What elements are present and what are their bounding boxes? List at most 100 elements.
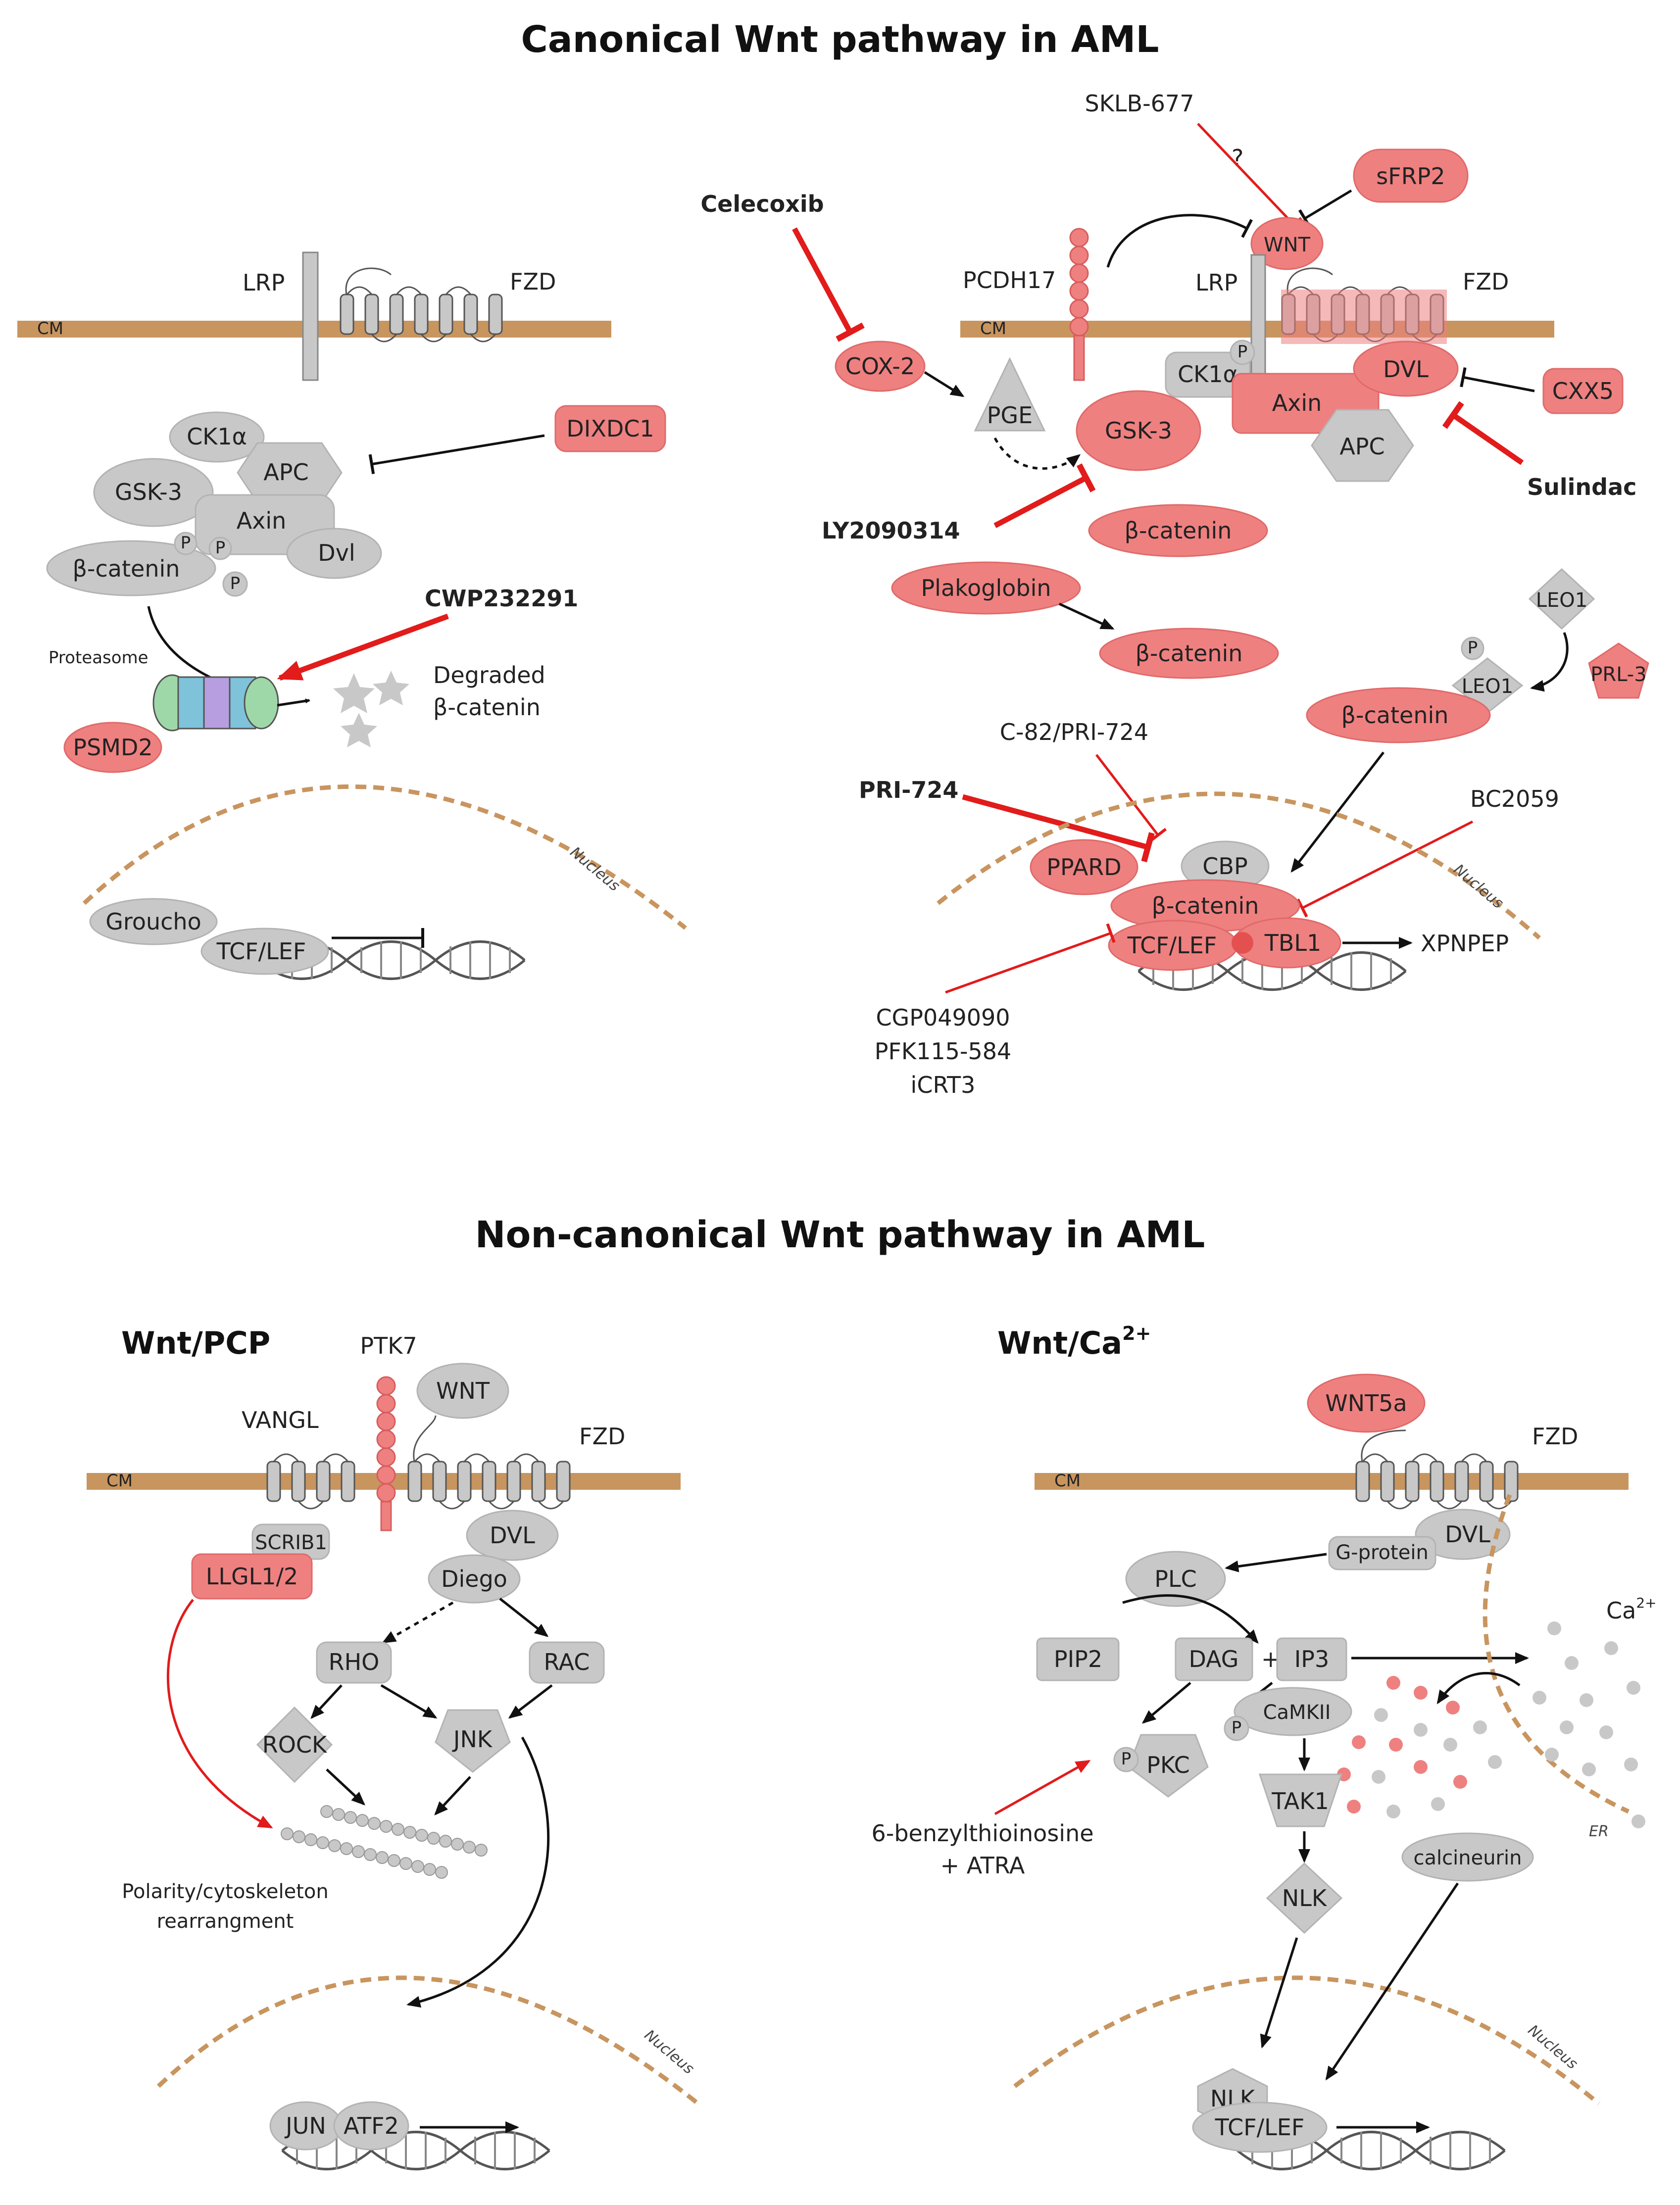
jun-label: JUN <box>284 2112 326 2139</box>
fzd-pcp-label: FZD <box>579 1423 625 1450</box>
cxx5-node <box>1542 368 1624 414</box>
phospho-2 <box>208 537 232 560</box>
phospho-label: P <box>1232 1718 1242 1738</box>
bc2059-inhibit <box>1296 820 1474 918</box>
title-noncanonical: Non-canonical Wnt pathway in AML <box>475 1214 1205 1256</box>
cwp-arrow <box>277 613 449 681</box>
ck1a-label: CK1α <box>187 423 247 450</box>
wnt-pcp-label: WNT <box>436 1377 490 1404</box>
wnt-ca-panel: CM WNT5a FZD DVL G-protein PLC PIP2 DAG … <box>871 1373 1657 2169</box>
wnt-right-label: WNT <box>1264 234 1310 256</box>
rho-to-jnk <box>380 1684 438 1719</box>
nucleus-envelope-canon-right <box>937 791 1541 940</box>
beta-catenin-right-3 <box>1306 687 1491 743</box>
ly-inhibit <box>993 463 1096 528</box>
nucleus-envelope-canon-left <box>82 784 687 930</box>
phospho-camkii <box>1224 1715 1249 1741</box>
tcflef-ca-node <box>1192 2102 1328 2153</box>
nucleus-label: Nucleus <box>1450 861 1507 912</box>
title-canonical: Canonical Wnt pathway in AML <box>521 18 1159 61</box>
nlk-label: NLK <box>1282 1885 1328 1911</box>
pge-node <box>974 357 1046 432</box>
dag-to-pkc <box>1141 1682 1191 1724</box>
proteasome-label: Proteasome <box>49 648 148 668</box>
sfrp2-label: sFRP2 <box>1376 163 1445 190</box>
cbp-label: CBP <box>1202 853 1247 880</box>
gprotein-to-plc <box>1225 1553 1327 1572</box>
phospho-3 <box>222 571 248 597</box>
phospho-label: P <box>181 533 191 553</box>
prl3-label: PRL-3 <box>1590 663 1646 686</box>
sulindac-inhibit <box>1442 401 1524 465</box>
cm-label: CM <box>37 319 63 339</box>
wnt-node-right <box>1250 217 1324 270</box>
dvl-pcp-label: DVL <box>490 1522 535 1549</box>
ly-label: LY2090314 <box>822 517 960 544</box>
pkc-label: PKC <box>1146 1752 1190 1778</box>
rho-to-rock <box>310 1684 343 1719</box>
jnk-nuclear-signal <box>406 1736 550 2008</box>
nucleus-envelope-ca <box>1013 1975 1600 2106</box>
phospho-pkc <box>1113 1747 1139 1772</box>
tcf-tbl1-junction <box>1232 932 1253 954</box>
phospho-label: P <box>1237 342 1248 362</box>
plakoglobin-arrow <box>1058 602 1115 630</box>
cm-label: CM <box>106 1471 133 1491</box>
calcium-ions-er <box>1532 1621 1645 1828</box>
nucleus-label: Nucleus <box>567 843 623 895</box>
cwp-label: CWP232291 <box>425 585 578 612</box>
nlk-node <box>1266 1862 1343 1934</box>
polarity-label-2: rearrangment <box>157 1910 294 1933</box>
cgp-label-2: PFK115-584 <box>875 1038 1012 1065</box>
vangl-receptor <box>266 1453 355 1510</box>
nucleus-label: Nucleus <box>641 2026 697 2078</box>
beta-catenin-right-1-label: β-catenin <box>1125 517 1232 544</box>
cm-label: CM <box>980 319 1006 339</box>
leo1-node <box>1528 568 1595 630</box>
plc-label: PLC <box>1154 1566 1197 1592</box>
er-label: ER <box>1589 1823 1609 1840</box>
axin-label: Axin <box>237 507 287 534</box>
degraded-label-2: β-catenin <box>433 694 541 721</box>
dixdc1-inhibit <box>368 434 545 475</box>
pri724-inhibit <box>962 794 1155 863</box>
c82-label: C-82/PRI-724 <box>1000 719 1148 745</box>
jnk-to-cytoskeleton <box>434 1776 471 1815</box>
cox2-label: COX-2 <box>845 353 915 380</box>
diego-to-rho <box>382 1601 454 1644</box>
degraded-label-1: Degraded <box>433 662 545 688</box>
dag-node <box>1175 1637 1253 1681</box>
plakoglobin-node <box>891 561 1081 615</box>
pge-to-gsk3 <box>993 437 1081 470</box>
groucho-node <box>89 898 218 945</box>
dvl-right-label: DVL <box>1383 356 1429 383</box>
leo1-phos-label: LEO1 <box>1462 675 1514 698</box>
pcdh17-inhibit-wnt <box>1106 214 1253 268</box>
calcineurin-label: calcineurin <box>1414 1847 1522 1869</box>
pip2-to-dag <box>1122 1594 1259 1644</box>
cxx5-label: CXX5 <box>1552 378 1614 404</box>
title-wnt-ca: Wnt/Ca2+ <box>997 1323 1151 1361</box>
atf2-node <box>333 2101 409 2151</box>
cox2-node <box>835 341 926 392</box>
phospho-label: P <box>230 574 241 593</box>
canonical-right-panel: CM SKLB-677 ? sFRP2 WNT Celecoxib PCDH17… <box>700 90 1649 1098</box>
bcat-nuclear-entry <box>1290 751 1384 873</box>
jnk-node <box>435 1709 511 1773</box>
cgp-label-1: CGP049090 <box>876 1004 1010 1031</box>
atf2-label: ATF2 <box>344 2112 399 2139</box>
apc-right-node <box>1311 409 1414 482</box>
canonical-left-panel: CM LRP FZD CK1α APC GSK-3 Axin Dvl β-cat… <box>17 251 687 979</box>
tcflef-left-label: TCF/LEF <box>216 938 306 965</box>
dvl-ca-label: DVL <box>1445 1521 1490 1548</box>
ca-release <box>1436 1672 1521 1705</box>
tcflef-left-node <box>200 928 329 975</box>
llgl-label: LLGL1/2 <box>206 1563 298 1590</box>
dvl-node <box>286 528 382 579</box>
rock-label: ROCK <box>262 1731 328 1758</box>
celecoxib-inhibit <box>792 227 865 342</box>
nucleus-envelope-pcp <box>156 1975 699 2106</box>
cm-label: CM <box>1054 1471 1081 1491</box>
beta-catenin-right-2 <box>1099 628 1279 679</box>
